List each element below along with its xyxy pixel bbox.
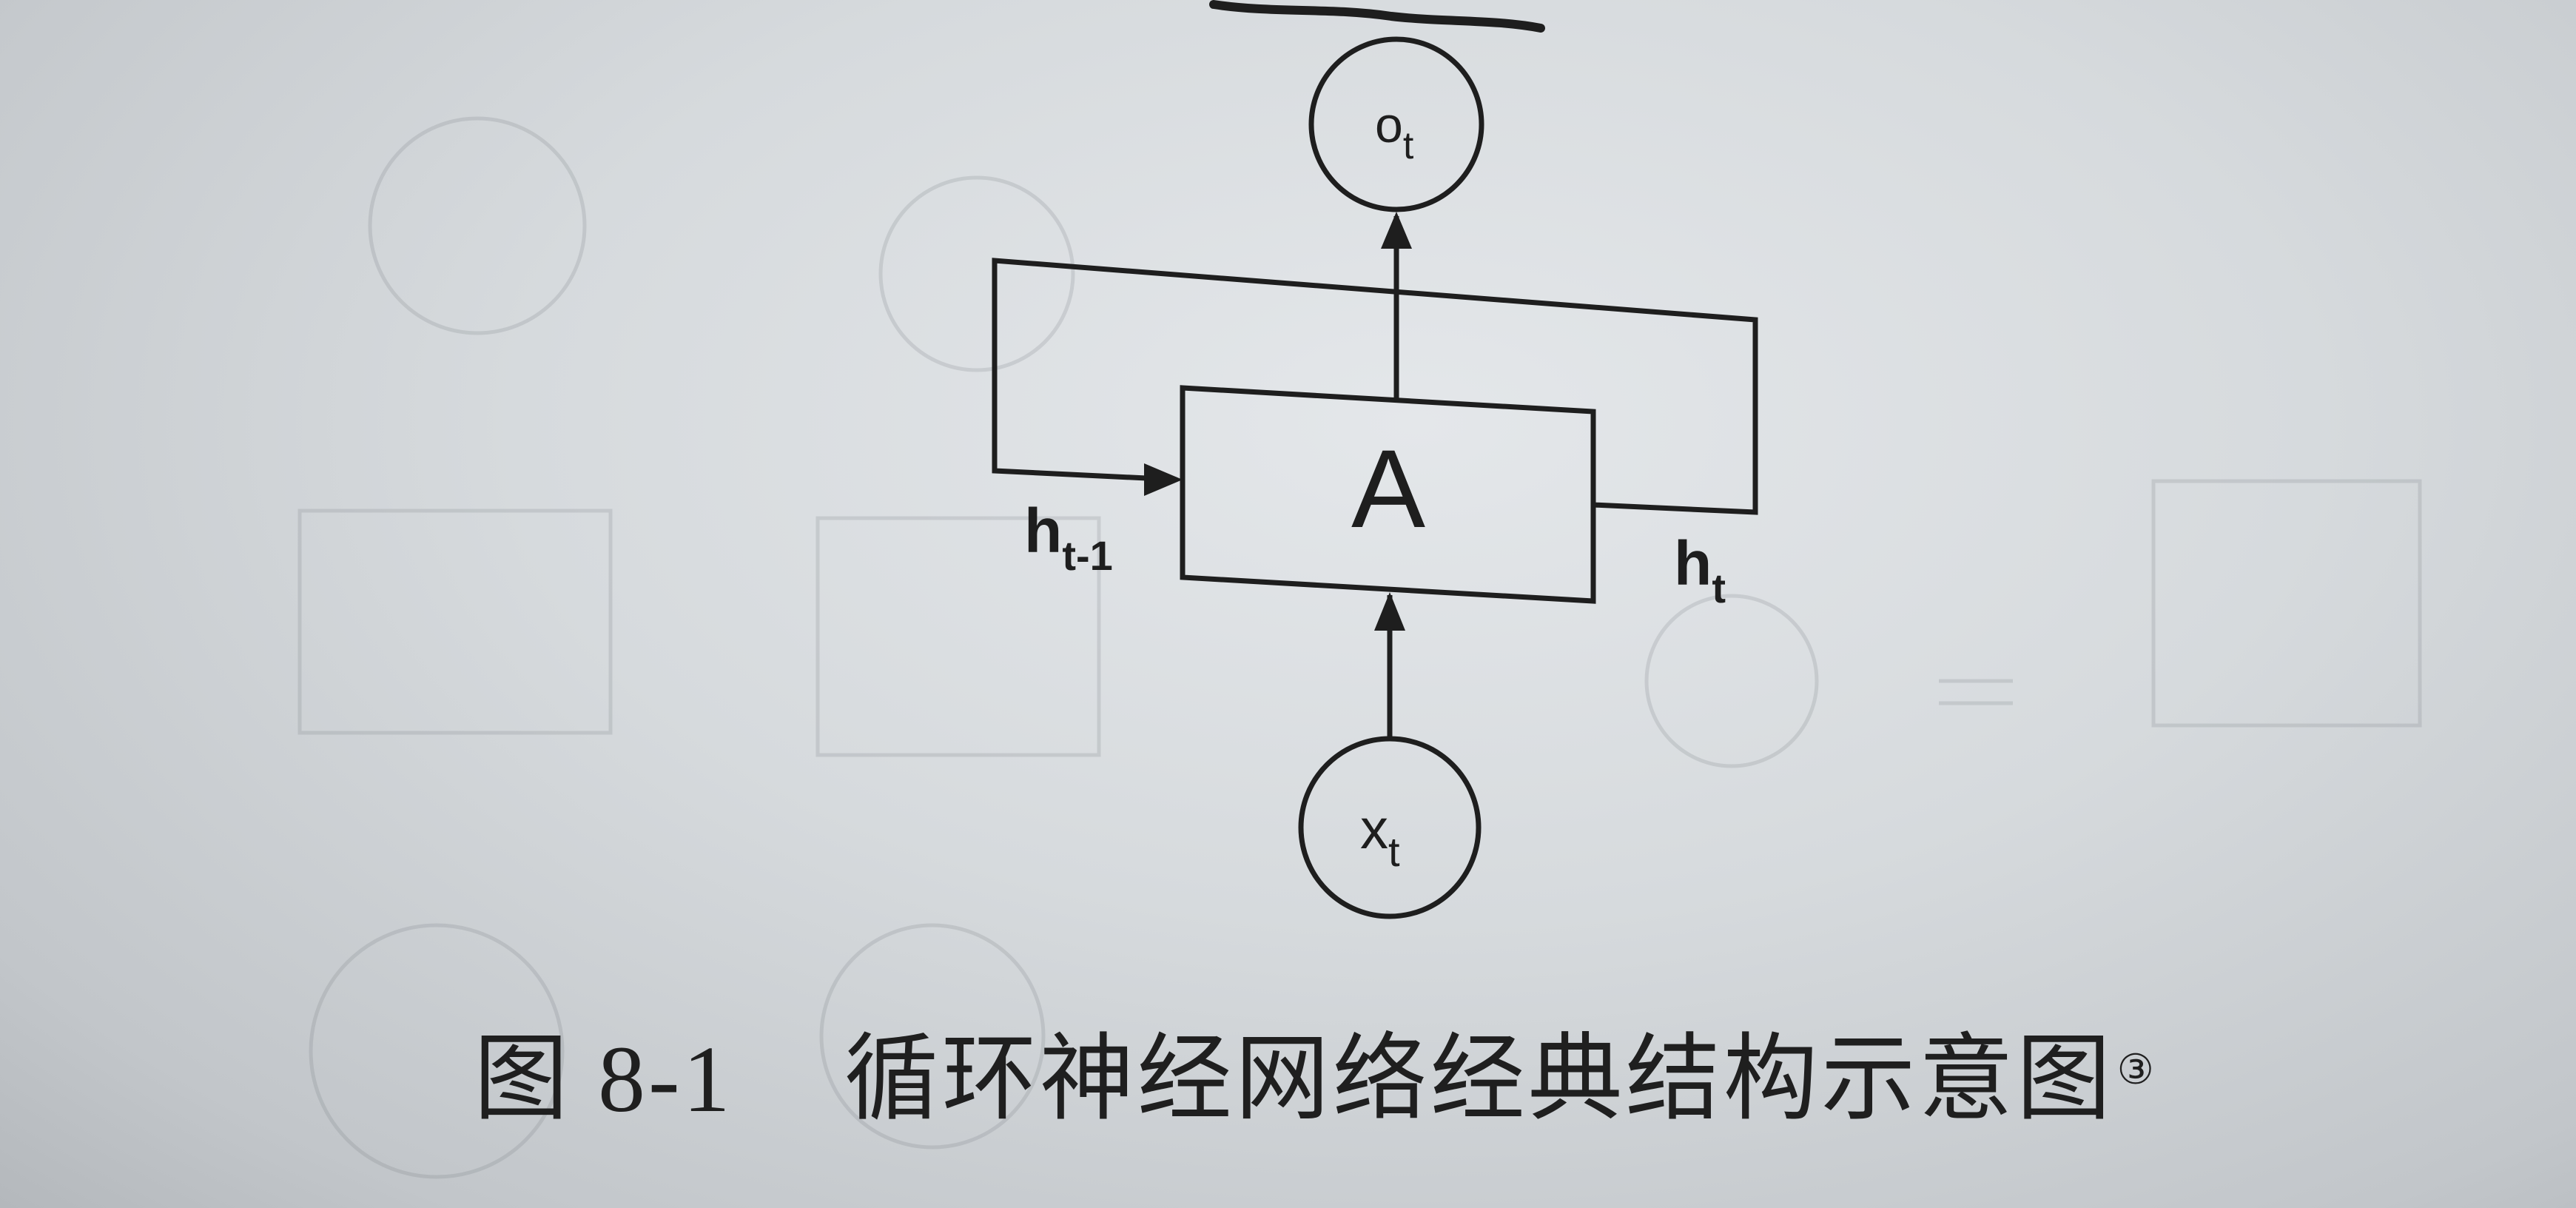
top-pen-stroke: [1209, 0, 1545, 33]
footnote-marker: ③: [2116, 1045, 2157, 1094]
arrowheads: [1144, 212, 1412, 631]
output-node-circle: [1308, 36, 1484, 212]
input-arrowhead: [1374, 592, 1405, 631]
recurrent-loop: [992, 258, 1758, 515]
loop-arrowhead: [1144, 463, 1183, 496]
figure-caption: 图 8-1 循环神经网络经典结构示意图 ③: [474, 1003, 2176, 1136]
prev-hidden-label: ht-1: [1024, 496, 1113, 579]
input-node-label: xt: [1360, 798, 1400, 875]
input-node-circle: [1298, 736, 1482, 919]
figure-title: 循环神经网络经典结构示意图: [844, 1023, 2114, 1134]
figure-number: 图 8-1: [474, 1026, 733, 1132]
cell-label: A: [1351, 426, 1425, 551]
bleed-through-shapes: [297, 116, 2422, 1179]
output-arrowhead: [1381, 212, 1412, 249]
output-node-label: ot: [1375, 97, 1414, 167]
cell-box: [1180, 385, 1596, 604]
hidden-label: ht: [1674, 528, 1726, 611]
